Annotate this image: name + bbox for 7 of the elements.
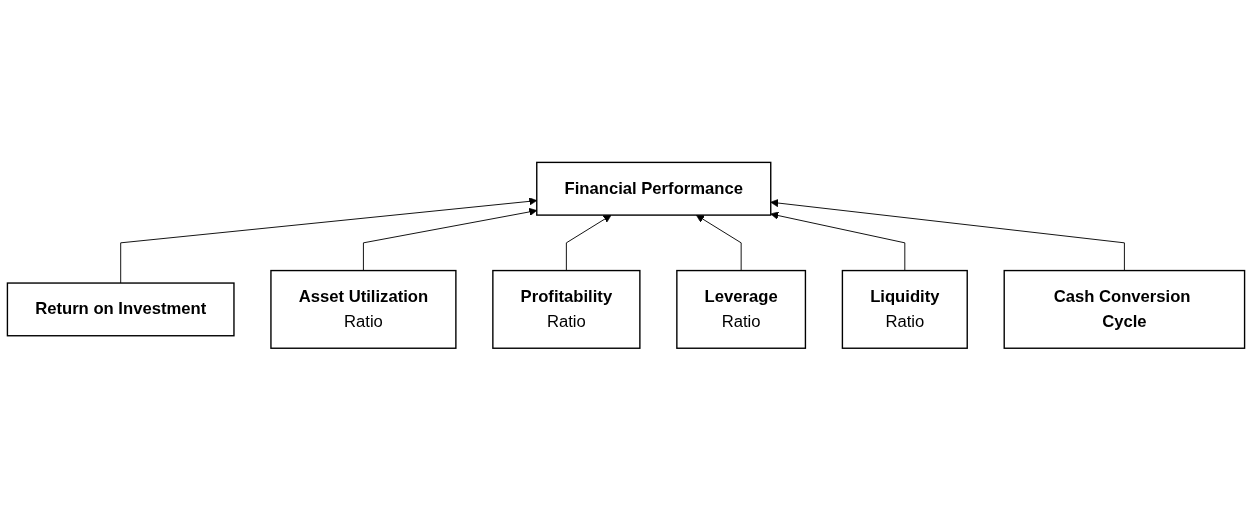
node-box: Cash Conversion Cycle — [1003, 269, 1246, 349]
node-box: Leverage Ratio — [676, 269, 807, 349]
node-box: Profitability Ratio — [492, 269, 641, 349]
node-box: Liquidity Ratio — [841, 269, 968, 349]
node-box: Asset Utilization Ratio — [270, 269, 457, 349]
node-box: Financial Performance — [536, 161, 772, 216]
node-box: Return on Investment — [6, 282, 235, 337]
